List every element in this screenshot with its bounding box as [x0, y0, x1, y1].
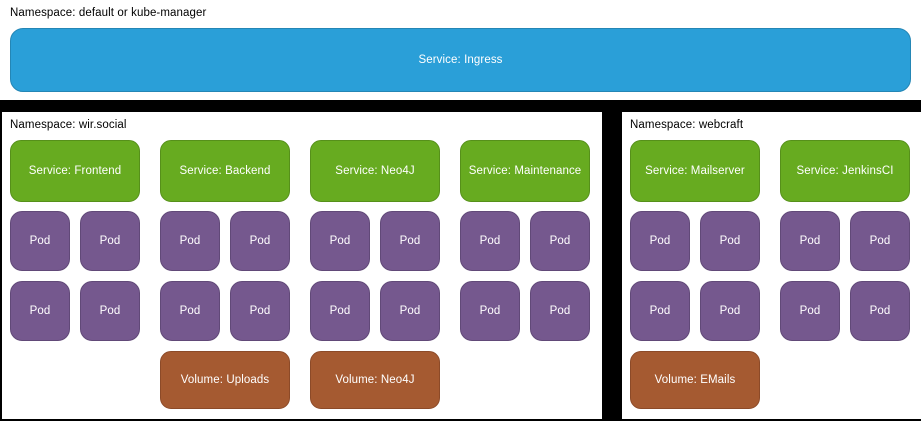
pod-service-neo4j-1[interactable]: Pod [310, 211, 370, 271]
pod-service-backend-3[interactable]: Pod [160, 281, 220, 341]
pod-label: Pod [99, 305, 121, 317]
pod-service-neo4j-3[interactable]: Pod [310, 281, 370, 341]
pod-service-mailserver-4[interactable]: Pod [700, 281, 760, 341]
service-label: Service: Backend [179, 165, 271, 177]
pod-service-frontend-2[interactable]: Pod [80, 211, 140, 271]
pod-service-neo4j-2[interactable]: Pod [380, 211, 440, 271]
pod-service-jenkinsci-4[interactable]: Pod [850, 281, 910, 341]
pod-service-frontend-1[interactable]: Pod [10, 211, 70, 271]
pod-service-mailserver-1[interactable]: Pod [630, 211, 690, 271]
pod-service-frontend-3[interactable]: Pod [10, 281, 70, 341]
pod-label: Pod [799, 235, 821, 247]
service-service-backend[interactable]: Service: Backend [160, 140, 290, 202]
namespace-label-default: Namespace: default or kube-manager [10, 7, 207, 19]
pod-label: Pod [479, 235, 501, 247]
volume-label: Volume: Neo4J [335, 374, 415, 386]
pod-service-maintenance-1[interactable]: Pod [460, 211, 520, 271]
ingress-service-ingress[interactable]: Service: Ingress [10, 28, 911, 92]
pod-label: Pod [399, 305, 421, 317]
pod-service-neo4j-4[interactable]: Pod [380, 281, 440, 341]
service-service-mailserver[interactable]: Service: Mailserver [630, 140, 760, 202]
pod-label: Pod [799, 305, 821, 317]
service-service-maintenance[interactable]: Service: Maintenance [460, 140, 590, 202]
pod-label: Pod [29, 305, 51, 317]
service-label: Service: Frontend [28, 165, 122, 177]
pod-service-mailserver-2[interactable]: Pod [700, 211, 760, 271]
pod-service-maintenance-2[interactable]: Pod [530, 211, 590, 271]
pod-label: Pod [869, 235, 891, 247]
service-label: Service: JenkinsCI [796, 165, 894, 177]
pod-label: Pod [869, 305, 891, 317]
pod-service-frontend-4[interactable]: Pod [80, 281, 140, 341]
pod-service-maintenance-4[interactable]: Pod [530, 281, 590, 341]
service-service-frontend[interactable]: Service: Frontend [10, 140, 140, 202]
pod-label: Pod [249, 305, 271, 317]
service-label: Service: Neo4J [335, 165, 415, 177]
pod-label: Pod [179, 235, 201, 247]
pod-label: Pod [719, 305, 741, 317]
pod-label: Pod [399, 235, 421, 247]
pod-label: Pod [99, 235, 121, 247]
pod-label: Pod [29, 235, 51, 247]
pod-label: Pod [329, 305, 351, 317]
pod-label: Pod [329, 235, 351, 247]
pod-service-mailserver-3[interactable]: Pod [630, 281, 690, 341]
service-service-neo4j[interactable]: Service: Neo4J [310, 140, 440, 202]
volume-volume-uploads[interactable]: Volume: Uploads [160, 351, 290, 409]
volume-volume-neo4j[interactable]: Volume: Neo4J [310, 351, 440, 409]
pod-service-maintenance-3[interactable]: Pod [460, 281, 520, 341]
namespace-label-webcraft: Namespace: webcraft [630, 119, 744, 131]
pod-label: Pod [249, 235, 271, 247]
pod-label: Pod [479, 305, 501, 317]
ingress-label: Service: Ingress [418, 54, 503, 66]
pod-label: Pod [719, 235, 741, 247]
pod-service-backend-4[interactable]: Pod [230, 281, 290, 341]
volume-label: Volume: EMails [654, 374, 736, 386]
pod-service-backend-1[interactable]: Pod [160, 211, 220, 271]
service-service-jenkinsci[interactable]: Service: JenkinsCI [780, 140, 910, 202]
volume-volume-emails[interactable]: Volume: EMails [630, 351, 760, 409]
pod-service-backend-2[interactable]: Pod [230, 211, 290, 271]
pod-label: Pod [549, 235, 571, 247]
pod-service-jenkinsci-2[interactable]: Pod [850, 211, 910, 271]
namespace-label-wir-social: Namespace: wir.social [10, 119, 127, 131]
service-label: Service: Mailserver [645, 165, 745, 177]
volume-label: Volume: Uploads [180, 374, 270, 386]
pod-label: Pod [649, 235, 671, 247]
service-label: Service: Maintenance [468, 165, 582, 177]
pod-service-jenkinsci-1[interactable]: Pod [780, 211, 840, 271]
pod-label: Pod [549, 305, 571, 317]
pod-label: Pod [179, 305, 201, 317]
pod-label: Pod [649, 305, 671, 317]
pod-service-jenkinsci-3[interactable]: Pod [780, 281, 840, 341]
